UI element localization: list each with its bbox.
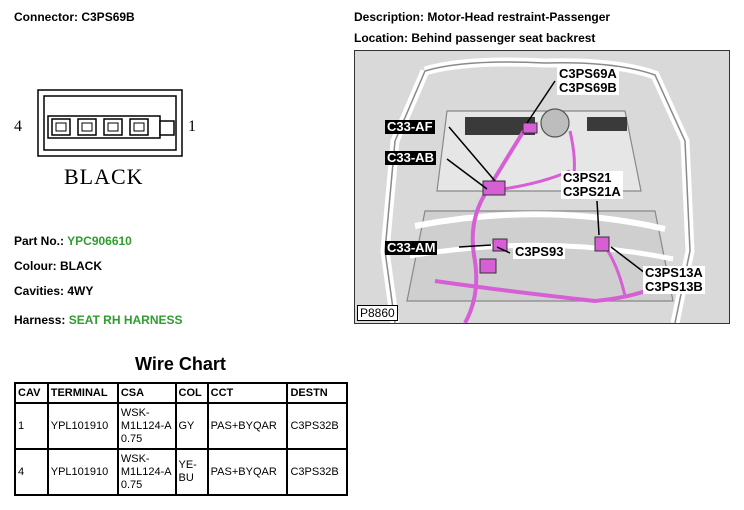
header-terminal: TERMINAL xyxy=(46,382,119,404)
wire-chart-header-row: CAV TERMINAL CSA COL CCT DESTN xyxy=(14,382,348,404)
cavities-label: Cavities: xyxy=(14,284,65,298)
header-col: COL xyxy=(174,382,209,404)
pin-right-number: 1 xyxy=(188,118,196,135)
description-row: Description: Motor-Head restraint-Passen… xyxy=(354,10,610,24)
connector-color-word: BLACK xyxy=(64,164,144,189)
cell-csa: WSK-M1L124-A 0.75 xyxy=(116,402,177,450)
callout-c3ps13a[interactable]: C3PS13A C3PS13B xyxy=(643,265,705,294)
callout-c3ps21[interactable]: C3PS21 C3PS21A xyxy=(561,170,623,199)
cavities-row: Cavities: 4WY xyxy=(14,284,93,298)
cell-terminal: YPL101910 xyxy=(46,448,119,496)
photo-id-label: P8860 xyxy=(357,305,398,321)
table-row: 4 YPL101910 WSK-M1L124-A 0.75 YE-BU PAS+… xyxy=(14,448,348,496)
connector-face xyxy=(37,89,183,157)
colour-label: Colour: xyxy=(14,259,57,273)
cell-destn: C3PS32B xyxy=(286,448,348,496)
description-label: Description: xyxy=(354,10,425,24)
callout-c33-af[interactable]: C33-AF xyxy=(385,119,435,134)
harness-label: Harness: xyxy=(14,313,66,327)
location-photo[interactable]: C3PS69A C3PS69B C33-AF C33-AB C3PS21 C3P… xyxy=(354,50,730,324)
harness-row: Harness: SEAT RH HARNESS xyxy=(14,313,183,327)
cell-csa: WSK-M1L124-A 0.75 xyxy=(116,448,177,496)
part-number-row: Part No.: YPC906610 xyxy=(14,234,132,248)
wire-chart-table: CAV TERMINAL CSA COL CCT DESTN 1 YPL1019… xyxy=(14,382,348,496)
header-cct: CCT xyxy=(206,382,289,404)
cell-cct: PAS+BYQAR xyxy=(206,448,289,496)
harness-value[interactable]: SEAT RH HARNESS xyxy=(68,313,183,327)
cell-col: GY xyxy=(174,402,209,450)
callout-c33-ab[interactable]: C33-AB xyxy=(385,150,436,165)
connector-diagram: 4 1 BLACK xyxy=(14,86,214,196)
cell-cct: PAS+BYQAR xyxy=(206,402,289,450)
cell-col: YE-BU xyxy=(174,448,209,496)
part-number-value[interactable]: YPC906610 xyxy=(67,234,132,248)
header-cav: CAV xyxy=(14,382,49,404)
description-value: Motor-Head restraint-Passenger xyxy=(427,10,611,24)
colour-row: Colour: BLACK xyxy=(14,259,102,273)
callout-c3ps69a[interactable]: C3PS69A C3PS69B xyxy=(557,66,619,95)
connector-label: Connector: xyxy=(14,10,78,24)
cell-cav: 4 xyxy=(14,448,49,496)
location-value: Behind passenger seat backrest xyxy=(411,31,596,45)
colour-value: BLACK xyxy=(60,259,102,273)
location-row: Location: Behind passenger seat backrest xyxy=(354,31,595,45)
connector-heading: Connector: C3PS69B xyxy=(14,10,135,24)
table-row: 1 YPL101910 WSK-M1L124-A 0.75 GY PAS+BYQ… xyxy=(14,402,348,450)
pin-left-number: 4 xyxy=(14,118,22,135)
cell-terminal: YPL101910 xyxy=(46,402,119,450)
cell-destn: C3PS32B xyxy=(286,402,348,450)
part-number-label: Part No.: xyxy=(14,234,65,248)
header-destn: DESTN xyxy=(286,382,348,404)
location-label: Location: xyxy=(354,31,408,45)
callout-c3ps93[interactable]: C3PS93 xyxy=(513,244,566,259)
wire-chart-title: Wire Chart xyxy=(135,354,226,374)
callout-c33-am[interactable]: C33-AM xyxy=(385,240,438,255)
cavities-value: 4WY xyxy=(67,284,94,298)
cell-cav: 1 xyxy=(14,402,49,450)
connector-value: C3PS69B xyxy=(81,10,135,24)
header-csa: CSA xyxy=(116,382,177,404)
